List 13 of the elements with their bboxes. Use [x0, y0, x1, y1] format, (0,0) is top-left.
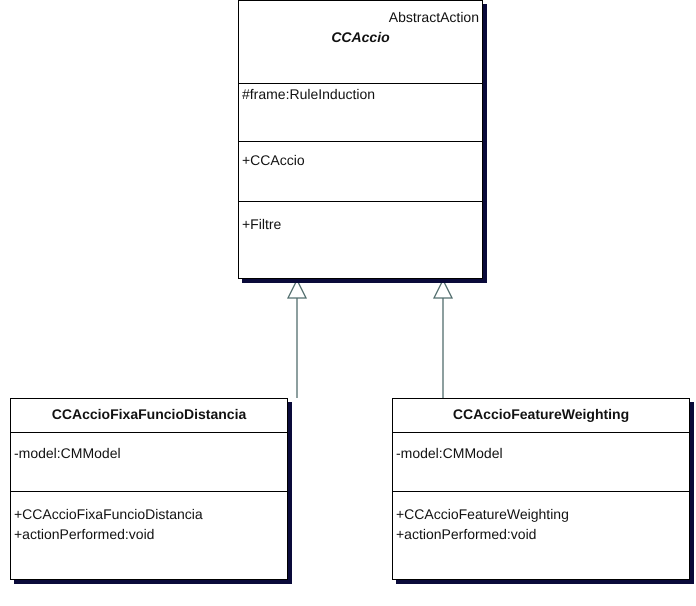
- operation-text: +CCAccio: [242, 151, 306, 170]
- attribute-text: -model:CMModel: [14, 444, 122, 463]
- superclass-label: AbstractAction: [388, 8, 479, 27]
- operation-text: +CCAccioFeatureWeighting: [396, 505, 570, 524]
- operation-text: +Filtre: [242, 215, 282, 234]
- operation-text: +actionPerformed:void: [14, 525, 156, 544]
- attribute-text: -model:CMModel: [396, 444, 504, 463]
- operation-text: +CCAccioFixaFuncioDistancia: [14, 505, 204, 524]
- attribute-text: #frame:RuleInduction: [242, 85, 376, 104]
- class-name: CCAccioFixaFuncioDistancia: [50, 405, 248, 424]
- operation-text: +actionPerformed:void: [396, 525, 538, 544]
- class-name: CCAccio: [330, 28, 391, 47]
- class-name: CCAccioFeatureWeighting: [452, 405, 630, 424]
